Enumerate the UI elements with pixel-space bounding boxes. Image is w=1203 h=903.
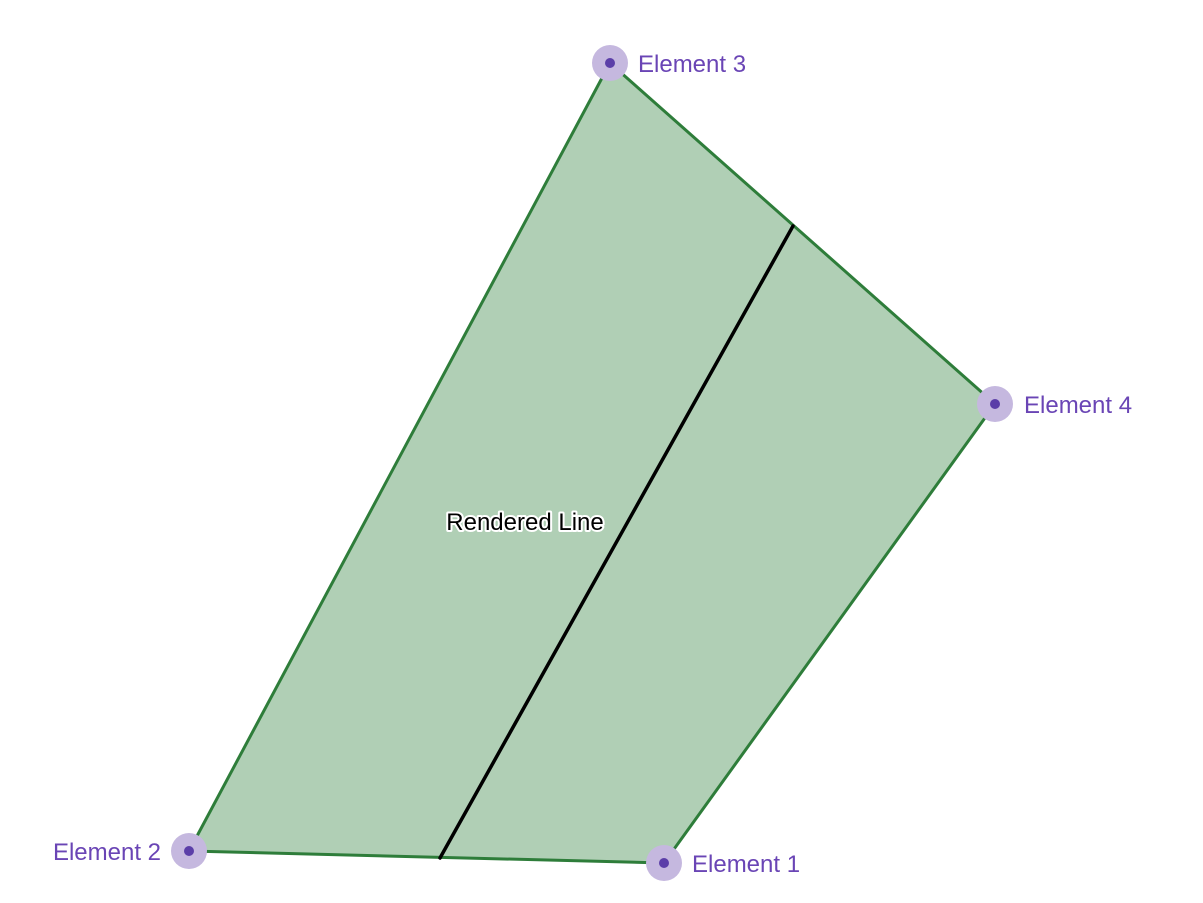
point-element-3[interactable] — [592, 45, 628, 81]
point-core — [990, 399, 1000, 409]
point-element-1[interactable] — [646, 845, 682, 881]
quadrilateral-polygon — [187, 61, 997, 865]
point-label-element-3: Element 3 — [638, 51, 746, 78]
point-core — [184, 846, 194, 856]
rendered-line — [438, 224, 795, 860]
point-label-element-1: Element 1 — [692, 851, 800, 878]
point-element-2[interactable] — [171, 833, 207, 869]
point-core — [605, 58, 615, 68]
point-element-4[interactable] — [977, 386, 1013, 422]
point-label-element-2: Element 2 — [53, 839, 161, 866]
rendered-line-label: Rendered Line — [446, 509, 603, 536]
point-label-element-4: Element 4 — [1024, 392, 1132, 419]
point-core — [659, 858, 669, 868]
